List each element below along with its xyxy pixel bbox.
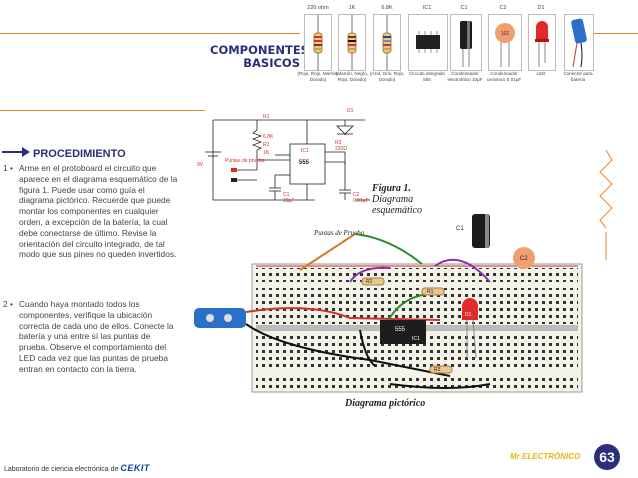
pictorial-label: D1 [465,312,472,318]
schematic-diagram: R1 6.8K R2 1K D1 R3 220Ω IC1 555 Puntas … [197,108,370,204]
pictorial-label: C2 [520,256,528,262]
step-number: 1 • [3,163,13,173]
pictorial-label: C1 [456,226,464,232]
schematic-label: R2 [263,142,270,148]
led-icon [535,21,549,67]
component-capacitor-electrolytic [450,14,482,71]
component-capacitor-ceramic: 102 [488,14,522,71]
footer: Laboratorio de ciencia electrónica de CE… [4,463,150,473]
step-text: Cuando haya montado todos los componente… [19,299,174,374]
pictorial-label: R1 [427,289,434,295]
schematic-label: D1 [347,108,354,114]
resistor-icon [382,15,392,70]
schematic-label: 6.8K [263,134,274,140]
resistor-icon [313,15,323,70]
ceramic-capacitor-icon: 102 [495,23,515,67]
battery-connector [194,308,246,328]
component-caption: LED [536,71,546,76]
header-rule-left [0,33,300,34]
schematic-label: 1K [263,150,270,156]
header-rule-right [585,33,638,34]
component-top-label: C1 [460,5,468,11]
zigzag-decoration [599,150,613,260]
component-caption: Condensador electrolítico 10μF [447,71,483,82]
arrow-icon [2,147,30,157]
pictorial-label: IC1 [412,336,420,342]
component-caption: Conector para batería [563,71,593,82]
svg-text:102: 102 [501,31,510,37]
component-caption: (Azul, Gris, Rojo, Dorado) [369,71,405,82]
resistor-icon [347,15,357,70]
footer-text: Laboratorio de ciencia electrónica de [4,466,119,473]
schematic-label: Puntas de prueba [225,158,265,164]
component-top-label: 1K [348,5,356,11]
figure-label: Figura 1. [372,183,411,194]
battery-connector-icon [571,18,587,68]
components-title-line1: COMPONENTES [210,43,309,57]
probes-label: Puntas de Prueba [314,229,365,237]
schematic-label: 555 [299,160,310,166]
component-battery-connector [564,14,594,71]
header-rule-under [0,110,205,111]
component-resistor-1k [338,14,366,71]
schematic-label: 9V [197,162,204,168]
component-top-label: 6.8K [381,5,393,11]
step-number: 2 • [3,299,13,309]
pictorial-label: 555 [395,327,406,333]
component-caption: (Rojo, Rojo, Marrón, Dorado) [297,71,339,82]
component-led [528,14,556,71]
figure-caption-line3: esquemático [372,205,422,216]
component-caption: Circuito integrado 555 [408,71,445,82]
pictorial-caption: Diagrama pictórico [345,398,426,409]
component-caption: Condensador cerámico 0.01μF [486,71,522,82]
schematic-label: 10μF [283,198,295,204]
figure-caption: Figura 1. Diagrama esquemático [372,183,422,216]
schematic-label: C2 [353,192,360,198]
component-top-label: 220 ohm [307,5,329,11]
schematic-label: C1 [283,192,290,198]
components-title: COMPONENTES BASICOS [210,43,309,70]
mascot-logo: Mr ELECTRÓNICO [510,452,581,461]
components-title-line2: BASICOS [243,56,300,70]
footer-brand: CEKIT [120,463,150,473]
schematic-label: R1 [263,114,270,120]
pictorial-label: R3 [434,367,441,373]
component-ic-555 [408,14,448,71]
electrolytic-capacitor-icon [460,21,472,67]
pictorial-label: R2 [366,279,373,285]
schematic-label: 0.01μF [353,198,369,204]
schematic-label: IC1 [301,148,309,154]
chip-icon [416,31,440,53]
step-text: Arme en el protoboard el circuito que ap… [19,163,178,260]
component-top-label: D1 [537,5,545,11]
page-number: 63 [594,444,620,470]
component-top-label: IC1 [422,5,432,11]
figure-caption-line2: Diagrama [372,194,414,205]
schematic-label: 220Ω [335,146,347,152]
component-resistor-6k8 [373,14,401,71]
component-resistor-220 [304,14,332,71]
procedure-heading: PROCEDIMIENTO [33,148,126,160]
component-top-label: C2 [499,5,507,11]
component-caption: (Marrón, Negro, Rojo, Dorado) [335,71,369,82]
schematic-label: R3 [335,140,342,146]
breadboard-pictorial: C1 C2 R2 R1 D1 555 IC1 R3 [194,214,583,393]
